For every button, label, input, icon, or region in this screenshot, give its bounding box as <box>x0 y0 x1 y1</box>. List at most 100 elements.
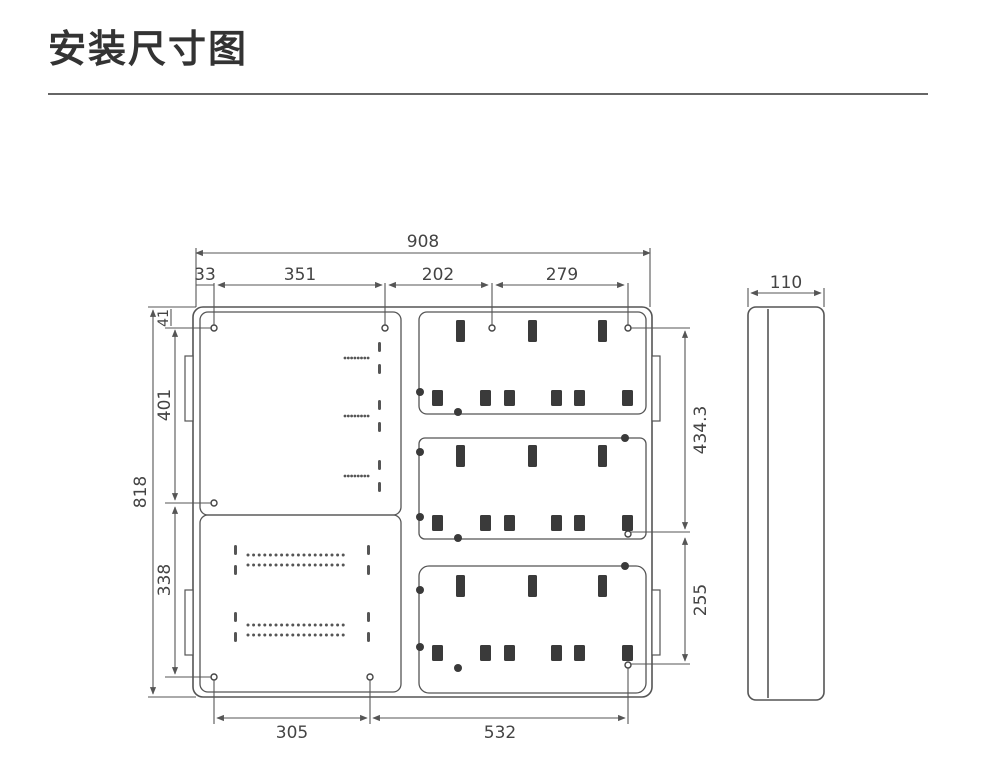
terminal-dot <box>308 563 312 567</box>
terminal-dot <box>302 633 306 637</box>
dim-bottom-right: 532 <box>484 723 516 743</box>
terminal-dot <box>246 563 250 567</box>
terminal-bar <box>378 400 381 410</box>
meter-panel-1 <box>418 311 647 415</box>
meter-top-slot <box>598 320 607 342</box>
dim-depth: 110 <box>770 273 802 293</box>
terminal-dot <box>346 474 350 478</box>
terminal-dot <box>313 633 317 637</box>
terminal-dot <box>252 633 256 637</box>
left-upper-panel <box>199 311 402 516</box>
terminal-dot <box>291 633 295 637</box>
meter-bottom-slot <box>622 515 633 531</box>
terminal-dot <box>268 623 272 627</box>
terminal-dot <box>308 633 312 637</box>
terminal-dot <box>252 553 256 557</box>
terminal-dot <box>356 474 360 478</box>
meter-top-slot <box>598 445 607 467</box>
hinges <box>184 355 661 656</box>
terminal-dot <box>330 623 334 627</box>
front-view <box>192 306 653 698</box>
meter-slots <box>416 320 633 672</box>
mount-dot <box>416 448 424 456</box>
terminal-dot <box>263 563 267 567</box>
terminal-bar <box>378 482 381 492</box>
screw-holes <box>210 324 632 681</box>
meter-bottom-slot <box>480 645 491 661</box>
terminal-dot <box>324 563 328 567</box>
left-lower-panel <box>199 514 402 693</box>
terminal-dot <box>350 356 353 360</box>
terminal-dot <box>363 356 367 360</box>
meter-bottom-slot <box>480 515 491 531</box>
mount-dot <box>454 534 462 542</box>
terminal-bar <box>378 422 381 432</box>
terminal-dot <box>343 356 347 360</box>
terminal-dot <box>330 563 334 567</box>
mount-dot <box>416 586 424 594</box>
meter-top-slot <box>528 445 537 467</box>
terminal-dot <box>291 563 295 567</box>
terminal-dot <box>341 633 345 637</box>
meter-bottom-slot <box>622 390 633 406</box>
terminal-dots <box>234 342 381 642</box>
dim-lower-height: 338 <box>155 564 175 596</box>
terminal-dot <box>252 563 256 567</box>
terminal-dot <box>296 623 300 627</box>
terminal-dot <box>257 623 261 627</box>
terminal-dot <box>363 414 367 418</box>
terminal-dot <box>246 633 250 637</box>
terminal-dot <box>274 553 278 557</box>
terminal-dot <box>280 563 284 567</box>
dim-right-lower-height: 255 <box>691 584 711 616</box>
mount-dot <box>416 513 424 521</box>
dim-right-upper-height: 434.3 <box>691 406 711 455</box>
terminal-dot <box>274 563 278 567</box>
dim-top-offset: 41 <box>156 309 172 327</box>
meter-bottom-slot <box>551 390 562 406</box>
meter-top-slot <box>598 575 607 597</box>
meter-bottom-slot <box>551 515 562 531</box>
mount-dot <box>416 643 424 651</box>
dim-left-panel-width: 351 <box>284 265 316 285</box>
terminal-dot <box>356 356 360 360</box>
terminal-dot <box>280 633 284 637</box>
terminal-dot <box>363 474 367 478</box>
terminal-dot <box>319 623 323 627</box>
meter-bottom-slot <box>432 515 443 531</box>
terminal-dot <box>285 563 289 567</box>
terminal-dot <box>257 633 261 637</box>
terminal-bar <box>378 460 381 470</box>
meter-bottom-slot <box>504 390 515 406</box>
terminal-dot <box>268 553 272 557</box>
terminal-dot <box>246 553 250 557</box>
outer-box <box>192 306 653 698</box>
terminal-dot <box>274 633 278 637</box>
terminal-dot <box>263 553 267 557</box>
terminal-dot <box>296 553 300 557</box>
mount-dot <box>416 388 424 396</box>
meter-bottom-slot <box>574 390 585 406</box>
terminal-bar <box>234 545 237 555</box>
terminal-dot <box>353 414 357 418</box>
terminal-dot <box>319 633 323 637</box>
terminal-dot <box>319 553 323 557</box>
terminal-dot <box>336 553 340 557</box>
meter-panel-3 <box>418 565 647 694</box>
dimension-lines <box>148 248 825 724</box>
terminal-dot <box>252 623 256 627</box>
terminal-dot <box>280 553 284 557</box>
page-title: 安装尺寸图 <box>48 27 249 71</box>
terminal-dot <box>336 633 340 637</box>
meter-panel-2 <box>418 437 647 540</box>
terminal-dot <box>313 563 317 567</box>
terminal-bar <box>367 545 370 555</box>
terminal-dot <box>353 474 357 478</box>
terminal-dot <box>291 553 295 557</box>
terminal-dot <box>366 356 370 360</box>
terminal-dot <box>246 623 250 627</box>
terminal-dot <box>308 553 312 557</box>
terminal-dot <box>313 553 317 557</box>
terminal-dot <box>341 563 345 567</box>
